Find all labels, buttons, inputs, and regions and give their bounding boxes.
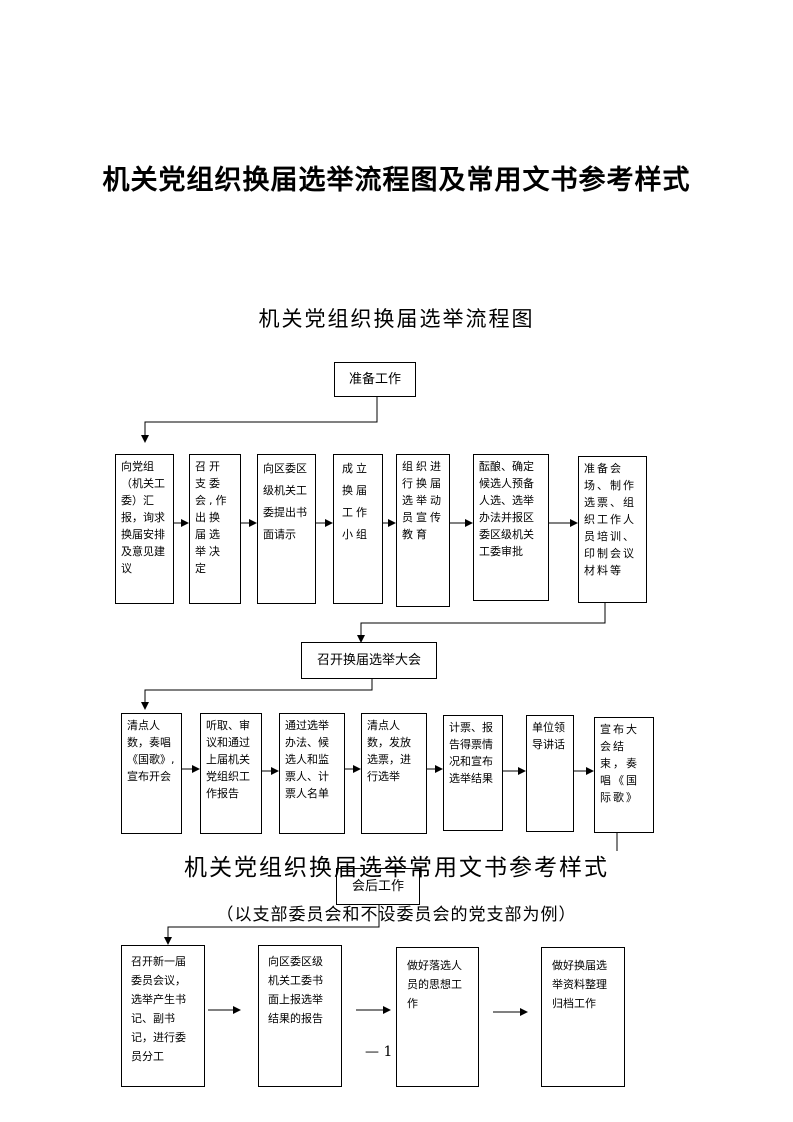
stage1-step-7: 准备会场、制作选票、组织工作人员培训、印制会议材料等 (578, 456, 647, 603)
stage2-step-1: 清点人数，奏唱《国歌》,宣布开会 (121, 713, 182, 834)
stage2-step-4: 清点人数，发放选票，进行选举 (361, 713, 427, 834)
stage2-step-2: 听取、审议和通过上届机关党组织工作报告 (200, 713, 262, 834)
stage1-step-2: 召开支委会,作出换届选举决定 (189, 454, 241, 604)
stage1-step-5: 组织进行换届选举动员宣传教育 (396, 454, 450, 607)
page-number: — 1 (365, 1044, 393, 1060)
stage3-step-1: 召开新一届委员会议，选举产生书记、副书记，进行委员分工 (121, 945, 205, 1087)
stage2-header-box: 召开换届选举大会 (301, 642, 437, 679)
document-title: 机关党组织换届选举常用文书参考样式 (184, 855, 609, 881)
stage3-header-box: 会后工作 (336, 868, 420, 905)
stage1-step-1: 向党组（机关工委）汇报，询求换届安排及意见建议 (115, 454, 174, 604)
stage2-step-7: 宣布大会结束，奏唱《国际歌》 (594, 717, 654, 833)
stage1-step-3: 向区委区级机关工委提出书面请示 (257, 454, 316, 604)
stage2-step-3: 通过选举办法、候选人和监票人、计票人名单 (279, 713, 345, 834)
flowchart-title: 机关党组织换届选举流程图 (258, 307, 535, 331)
stage3-step-2: 向区委区级机关工委书面上报选举结果的报告 (258, 945, 342, 1087)
stage2-step-6: 单位领导讲话 (526, 715, 574, 832)
stage1-step-4: 成立换届工作小组 (333, 454, 383, 604)
stage3-step-4: 做好换届选举资料整理归档工作 (541, 947, 625, 1087)
stage3-step-3: 做好落选人员的思想工作 (396, 947, 479, 1087)
stage1-header-box: 准备工作 (334, 362, 416, 397)
document-note: （以支部委员会和不设委员会的党支部为例） (216, 905, 577, 925)
stage1-step-6: 酝酿、确定候选人预备人选、选举办法并报区委区级机关工委审批 (473, 454, 549, 601)
stage2-step-5: 计票、报告得票情况和宣布选举结果 (443, 715, 503, 831)
page-title: 机关党组织换届选举流程图及常用文书参考样式 (102, 165, 691, 196)
